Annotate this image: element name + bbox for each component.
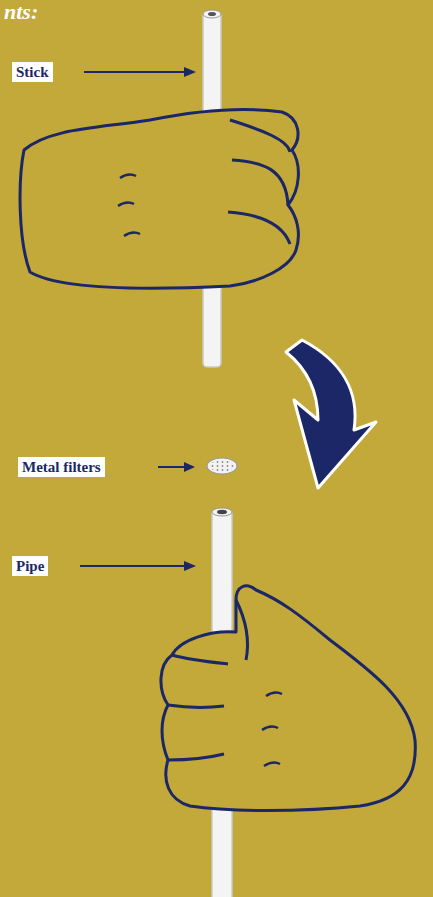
upper-hand	[20, 110, 298, 289]
direction-arrow	[286, 340, 376, 488]
heading-fragment: nts:	[4, 0, 38, 24]
leader-arrows	[80, 67, 196, 571]
part-label: Stick	[12, 62, 53, 82]
lower-hand	[161, 586, 415, 811]
part-label: Pipe	[12, 556, 48, 576]
part-label: Metal filters	[18, 457, 105, 477]
metal-filter	[207, 458, 237, 474]
